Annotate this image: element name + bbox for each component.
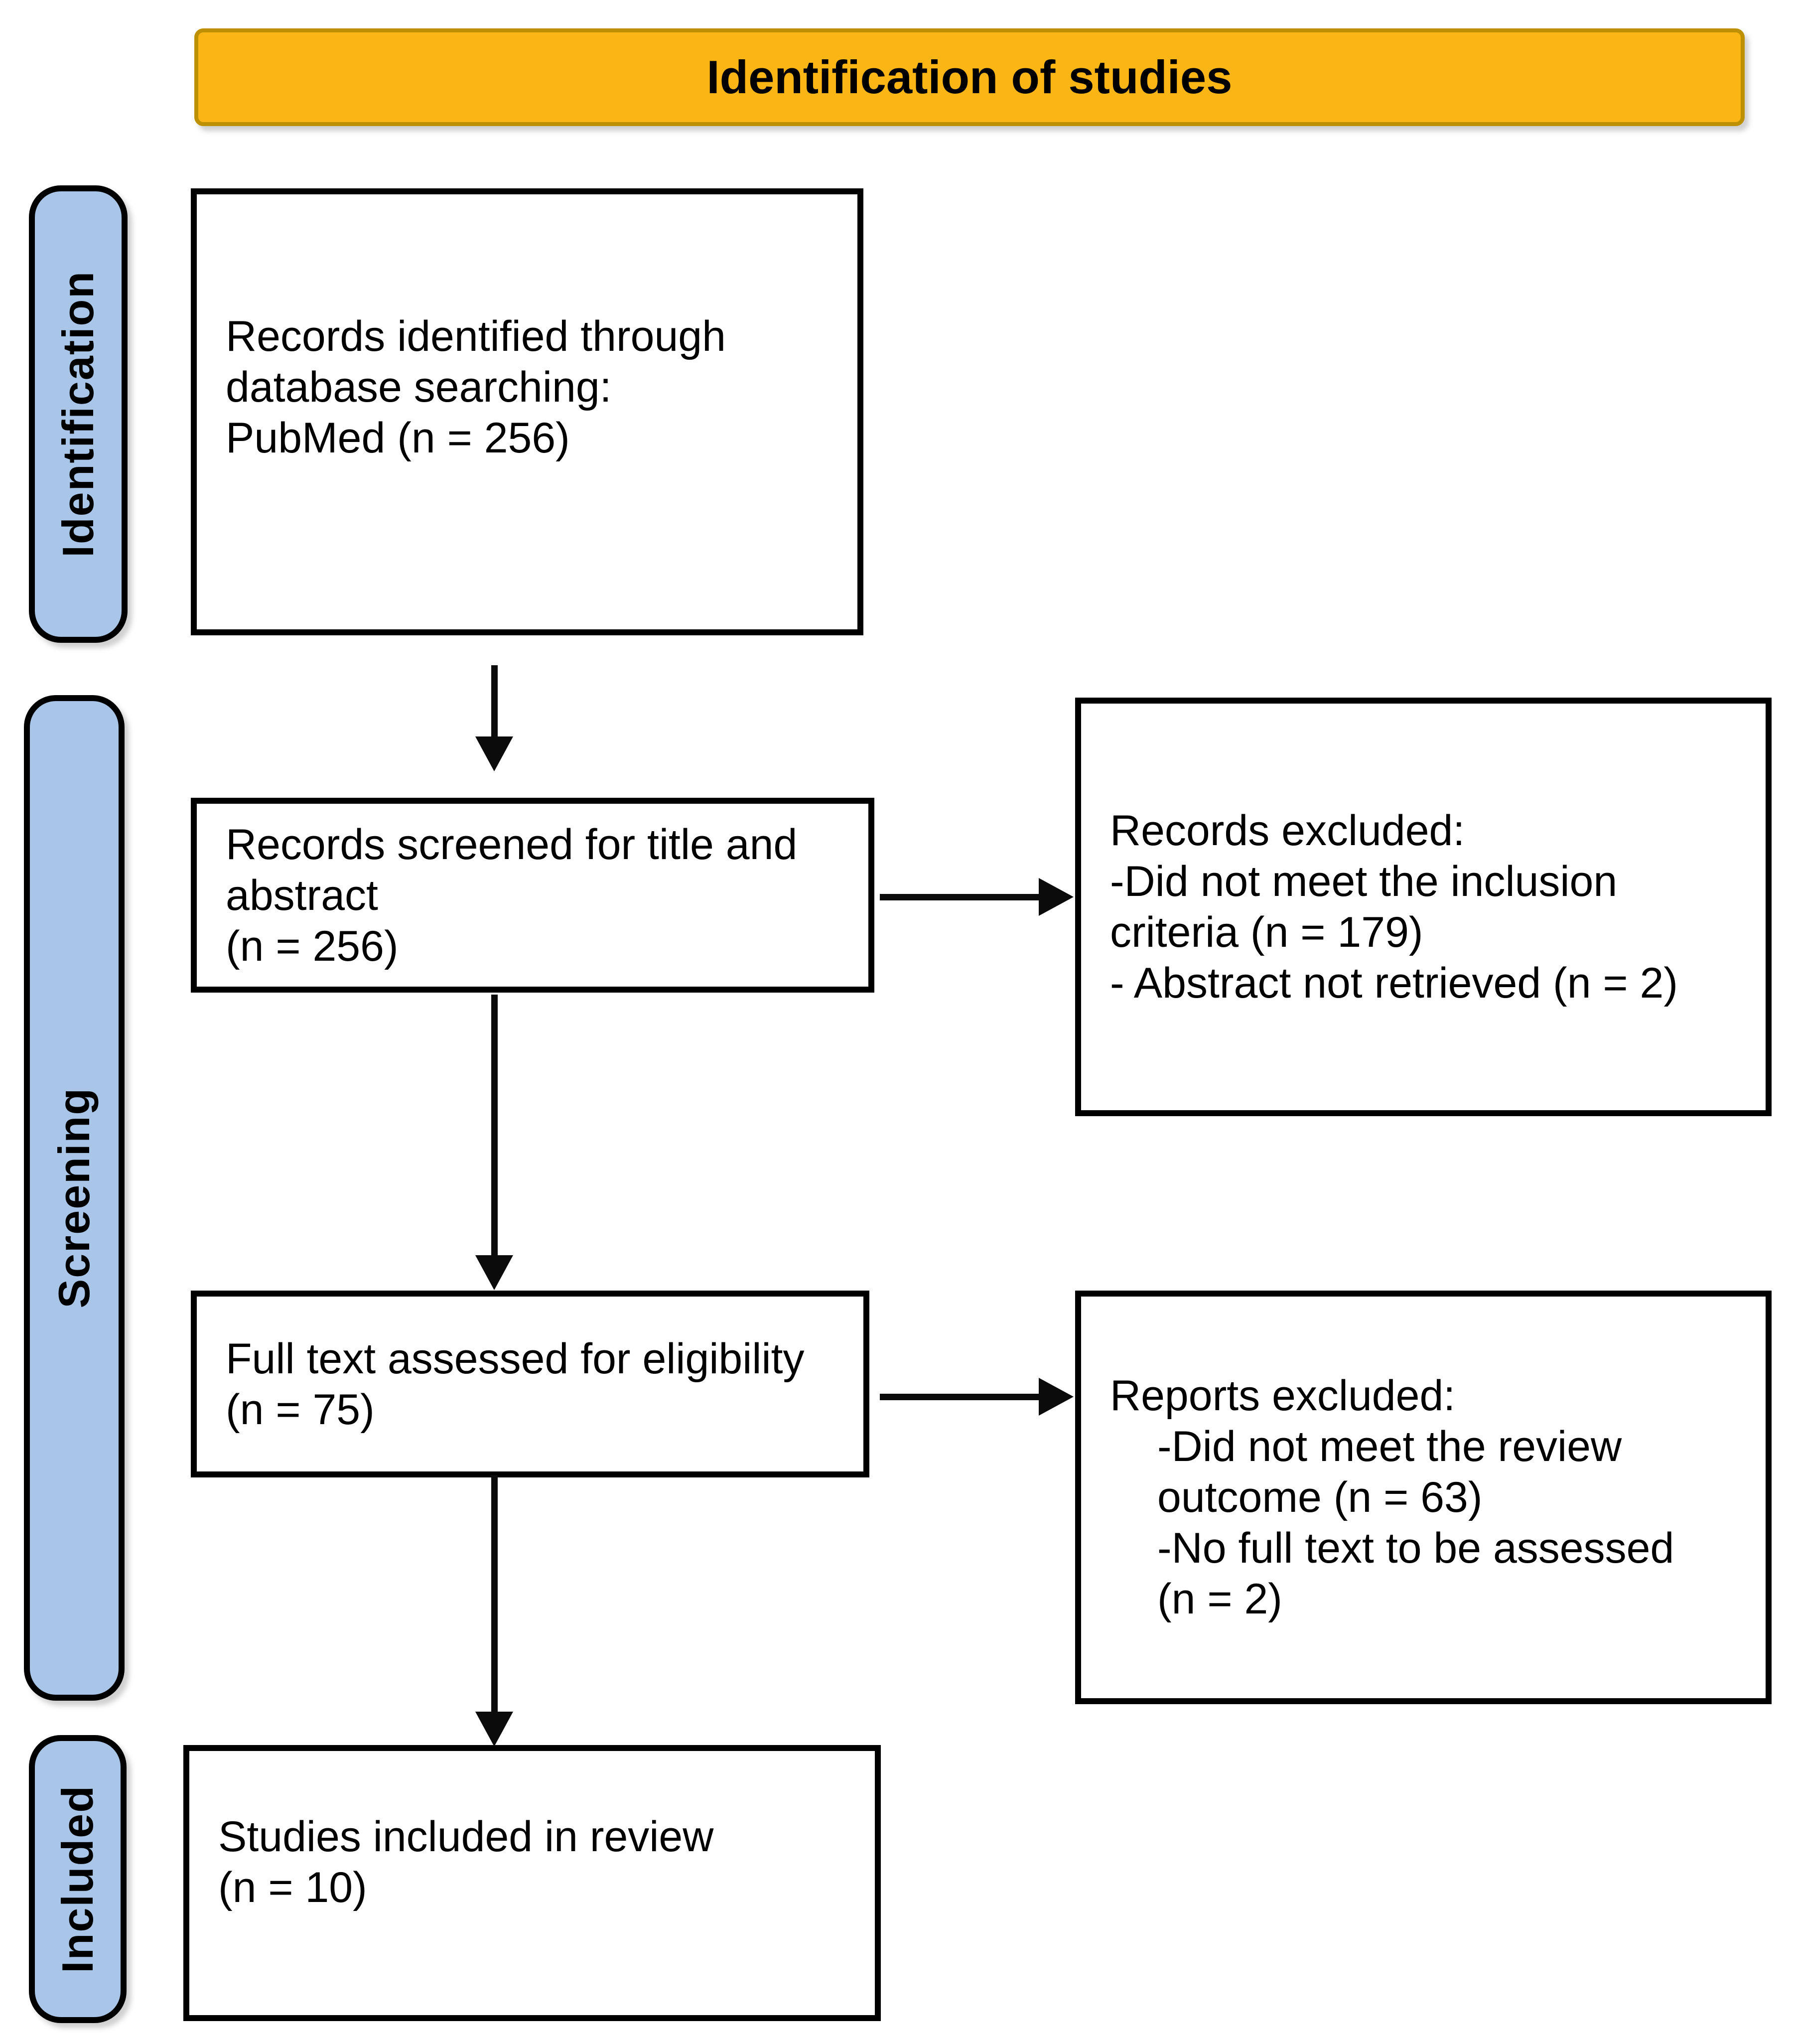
arrow-screened-to-records-excluded-stem xyxy=(880,894,1039,900)
box-records-identified-line-1: Records identified through xyxy=(226,312,726,360)
stage-pill-included: Included xyxy=(29,1735,127,2023)
box-records-screened-line-3: (n = 256) xyxy=(226,922,399,970)
box-reports-excluded-line-4: -No full text to be assessed xyxy=(1157,1524,1674,1572)
box-fulltext-assessed-line-2: (n = 75) xyxy=(226,1385,375,1434)
arrow-down-icon xyxy=(475,736,513,771)
arrow-fulltext-to-included-stem xyxy=(491,1475,498,1713)
stage-label-included: Included xyxy=(53,1785,102,1973)
stage-pill-identification: Identification xyxy=(29,185,128,643)
box-studies-included-line-2: (n = 10) xyxy=(218,1863,367,1911)
box-reports-excluded-line-2: -Did not meet the review xyxy=(1157,1423,1622,1470)
box-studies-included-line-1: Studies included in review xyxy=(218,1812,714,1861)
arrow-down-icon xyxy=(475,1255,513,1290)
arrow-down-icon xyxy=(475,1712,513,1747)
box-records-screened-line-2: abstract xyxy=(226,871,378,919)
arrow-screened-to-fulltext-stem xyxy=(491,995,498,1256)
box-records-identified-line-2: database searching: xyxy=(226,363,612,411)
box-records-excluded-line-3: criteria (n = 179) xyxy=(1110,908,1423,956)
stage-label-identification: Identification xyxy=(53,271,103,558)
box-reports-excluded: Reports excluded: -Did not meet the revi… xyxy=(1075,1291,1772,1704)
box-records-identified: Records identified through database sear… xyxy=(191,188,863,635)
arrow-right-icon xyxy=(1039,878,1074,916)
stage-label-screening: Screening xyxy=(49,1087,99,1309)
box-records-screened: Records screened for title and abstract … xyxy=(191,798,874,993)
arrow-identified-to-screened-stem xyxy=(491,665,498,739)
box-records-excluded-line-1: Records excluded: xyxy=(1110,807,1465,855)
box-fulltext-assessed: Full text assessed for eligibility (n = … xyxy=(191,1291,869,1477)
box-reports-excluded-line-5: (n = 2) xyxy=(1157,1575,1282,1623)
box-reports-excluded-line-1: Reports excluded: xyxy=(1110,1372,1456,1420)
box-records-excluded-line-2: -Did not meet the inclusion xyxy=(1110,858,1618,905)
box-records-excluded: Records excluded: -Did not meet the incl… xyxy=(1075,698,1772,1116)
box-studies-included: Studies included in review (n = 10) xyxy=(183,1745,881,2021)
banner-label: Identification of studies xyxy=(706,51,1233,103)
box-records-excluded-line-4: - Abstract not retrieved (n = 2) xyxy=(1110,959,1678,1007)
arrow-fulltext-to-reports-excluded-stem xyxy=(880,1394,1039,1400)
box-records-screened-line-1: Records screened for title and xyxy=(226,820,798,869)
box-reports-excluded-line-3: outcome (n = 63) xyxy=(1157,1473,1483,1521)
identification-of-studies-banner: Identification of studies xyxy=(194,28,1745,126)
stage-pill-screening: Screening xyxy=(24,695,125,1701)
box-fulltext-assessed-line-1: Full text assessed for eligibility xyxy=(226,1334,805,1383)
arrow-right-icon xyxy=(1039,1378,1074,1416)
box-records-identified-line-3: PubMed (n = 256) xyxy=(226,414,570,462)
